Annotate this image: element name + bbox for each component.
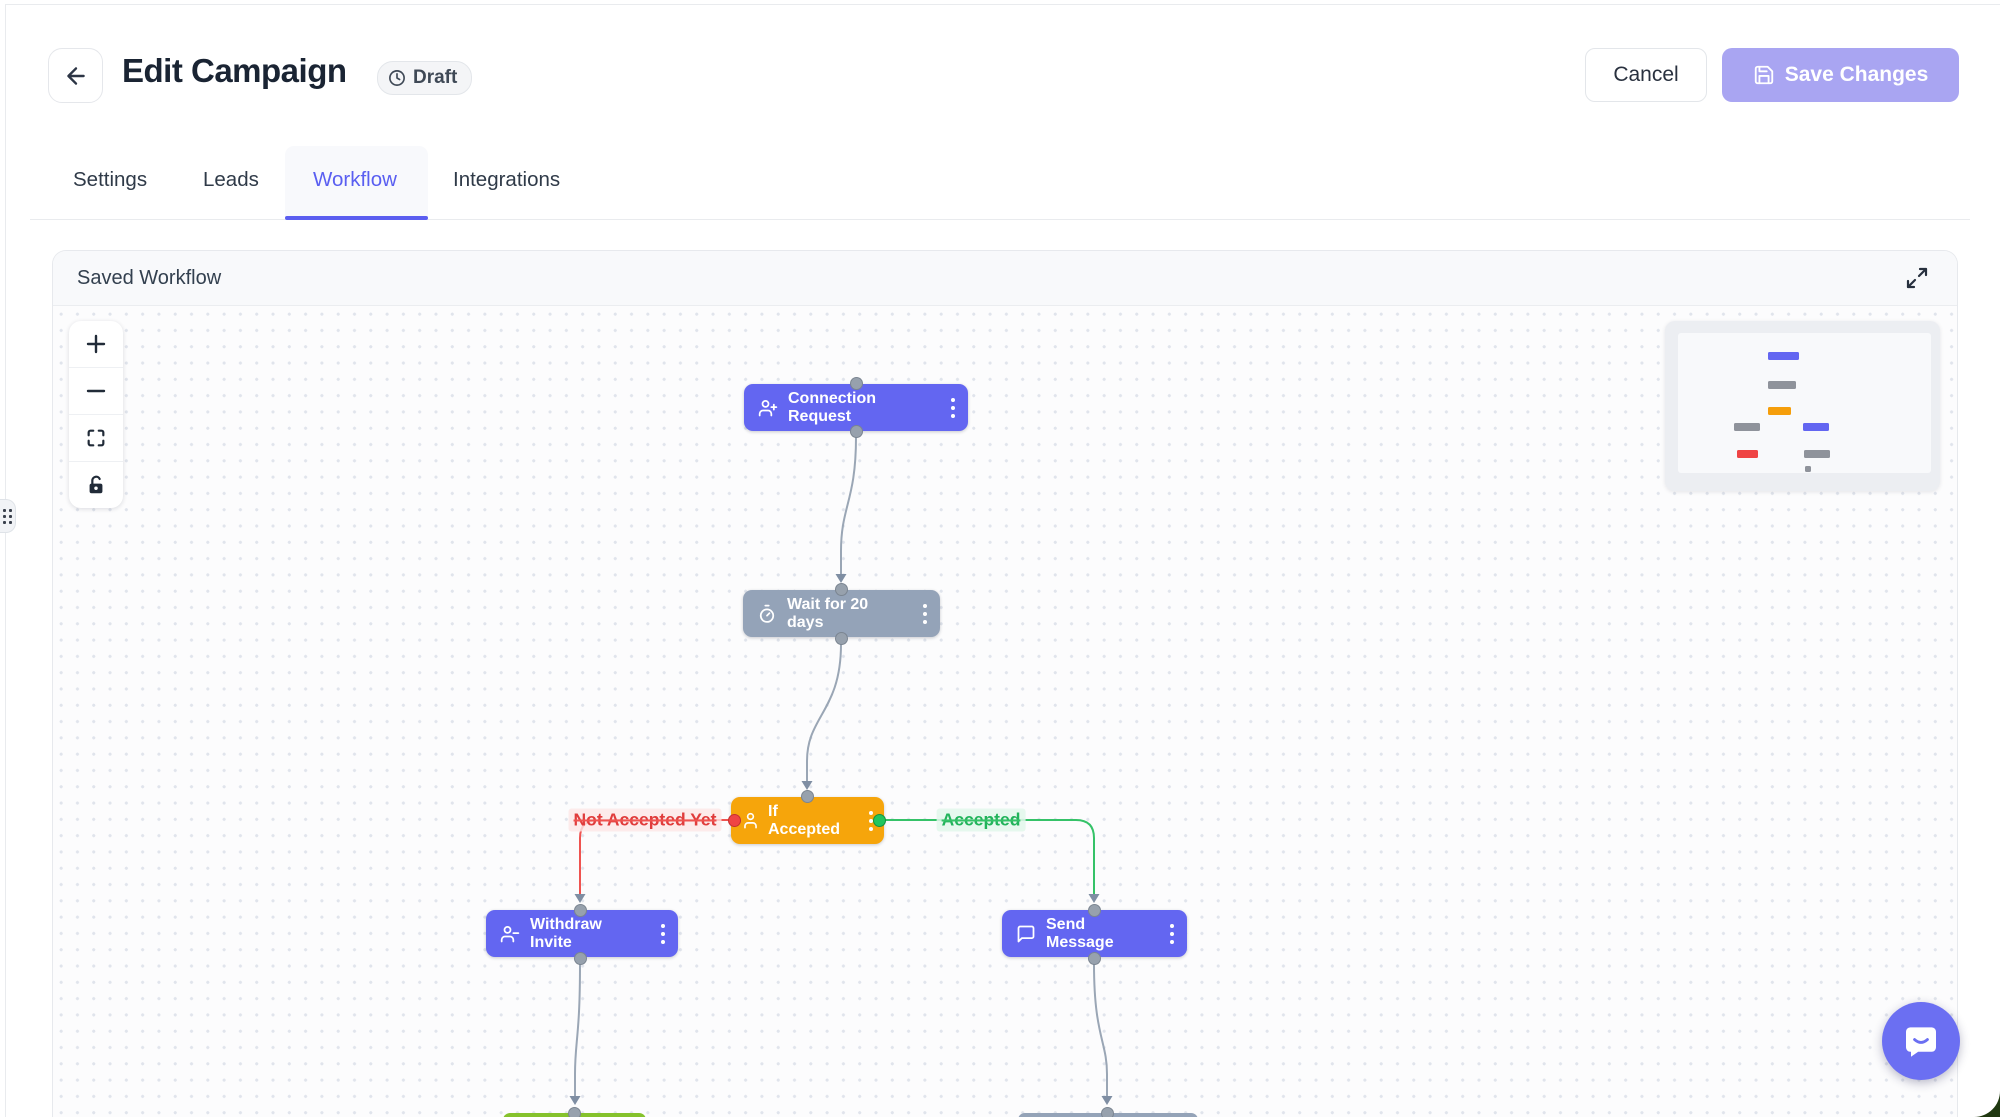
minimap-node [1768,407,1791,415]
grip-dots-icon [3,508,12,524]
tab-workflow[interactable]: Workflow [313,168,397,191]
active-tab-underline [285,216,428,220]
panel-title: Saved Workflow [77,266,222,289]
minimap-node [1737,450,1758,458]
edge-wait-to-condition [806,643,842,782]
edge-send-down [1093,963,1108,1097]
zoom-in-button[interactable] [69,321,123,368]
tab-settings[interactable]: Settings [73,168,148,191]
user-minus-icon [500,924,520,944]
handle-withdraw-top[interactable] [573,903,587,917]
tab-leads[interactable]: Leads [203,168,259,191]
handle-send-top[interactable] [1087,903,1101,917]
edge-withdraw-down [574,963,581,1097]
node-menu-button[interactable] [650,923,666,945]
handle-condition-true[interactable] [872,813,886,827]
node-wait[interactable]: Wait for 20 days [743,590,940,637]
minimap-node [1768,381,1796,389]
zoom-out-button[interactable] [69,368,123,415]
handle-wait-top[interactable] [834,582,848,596]
minimap-node [1805,466,1811,472]
minimap-viewport [1678,333,1931,473]
left-divider [5,4,6,1117]
save-changes-label: Save Changes [1784,63,1929,86]
handle-bottom-left-top[interactable] [567,1106,581,1117]
save-changes-button[interactable]: Save Changes [1722,48,1959,102]
cancel-button[interactable]: Cancel [1585,48,1707,102]
saved-workflow-panel: Saved Workflow [52,250,1958,1117]
panel-header: Saved Workflow [53,251,1957,306]
page-title: Edit Campaign [122,52,347,89]
unlock-icon [85,474,107,496]
handle-withdraw-bottom[interactable] [573,951,587,965]
node-label: Wait for 20 days [787,595,869,631]
edge-connection-to-wait [840,436,857,575]
plus-icon [84,332,108,356]
node-label: If Accepted [768,802,841,838]
workflow-canvas[interactable]: Not Accepted Yet Accepted Connection Req… [53,306,1957,1117]
user-plus-icon [758,398,778,418]
status-badge-label: Draft [413,67,458,88]
handle-send-bottom[interactable] [1087,951,1101,965]
lock-button[interactable] [69,462,123,508]
status-badge: Draft [377,61,473,95]
node-label: Withdraw Invite [530,915,602,951]
expand-icon [1905,266,1929,290]
sidebar-drag-handle[interactable] [0,499,16,533]
fit-view-button[interactable] [69,415,123,462]
expand-button[interactable] [1901,262,1933,294]
handle-condition-top[interactable] [800,789,814,803]
active-tab-background [285,146,428,220]
node-label: Connection Request [788,389,876,425]
node-withdraw-invite[interactable]: Withdraw Invite [486,910,678,957]
fit-view-icon [85,427,107,449]
minimap-node [1734,423,1760,431]
tab-integrations[interactable]: Integrations [453,168,561,191]
canvas-controls [69,321,123,508]
node-menu-button[interactable] [940,397,956,419]
chat-launcher-button[interactable] [1882,1002,1960,1080]
node-label: Send Message [1046,915,1114,951]
handle-wait-bottom[interactable] [834,631,848,645]
tabbar-divider [30,219,1970,220]
handle-bottom-right-top[interactable] [1100,1106,1114,1117]
minimap-node [1803,423,1829,431]
message-icon [1016,924,1036,944]
chat-bubble-icon [1901,1021,1941,1061]
user-icon [741,811,760,830]
node-send-message[interactable]: Send Message [1002,910,1187,957]
handle-connection-bottom[interactable] [849,424,863,438]
back-button[interactable] [48,48,103,103]
edge-accepted [879,819,1095,895]
minus-icon [84,379,108,403]
node-menu-button[interactable] [912,603,928,625]
node-if-accepted[interactable]: If Accepted [731,797,884,844]
arrow-left-icon [63,63,89,89]
minimap-node [1768,352,1799,360]
timer-icon [757,604,777,624]
edge-label-not-accepted: Not Accepted Yet [568,808,722,832]
handle-condition-false[interactable] [727,813,741,827]
top-divider [6,4,2000,5]
edge-label-accepted: Accepted [936,808,1026,832]
node-menu-button[interactable] [858,810,874,832]
node-connection-request[interactable]: Connection Request [744,384,968,431]
handle-connection-top[interactable] [849,376,863,390]
minimap[interactable] [1665,321,1940,491]
save-icon [1753,64,1775,86]
workflow-edges [569,436,1113,1105]
clock-icon [388,69,406,87]
minimap-node [1804,450,1830,458]
node-menu-button[interactable] [1159,923,1175,945]
